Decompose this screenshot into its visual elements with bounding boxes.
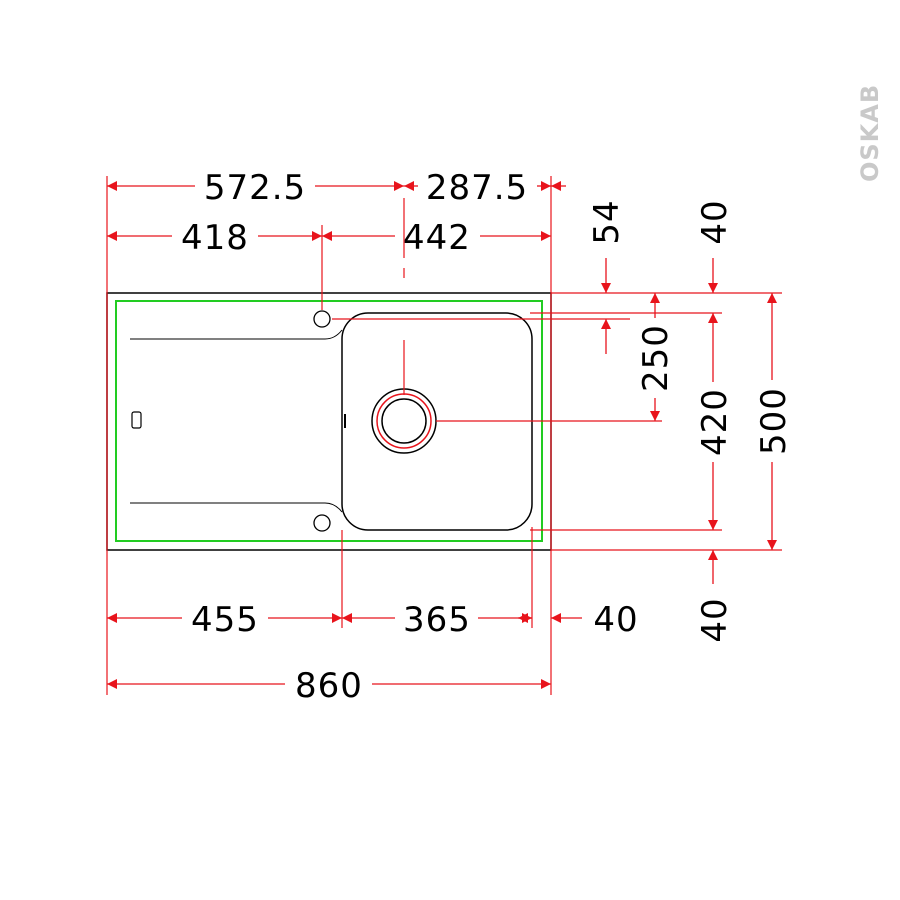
dim-54-label: 54 xyxy=(587,199,627,244)
drain-inner xyxy=(381,398,427,444)
drainer-groove-top xyxy=(130,329,343,340)
dim-455: 455 xyxy=(191,600,259,640)
dim-40-edge: 40 xyxy=(593,600,638,640)
dim-420-label: 420 xyxy=(695,388,735,456)
extension-lines xyxy=(106,176,782,695)
tap-hole xyxy=(313,310,331,328)
sink-outline xyxy=(106,292,552,551)
drain-middle xyxy=(376,393,432,449)
brand-watermark: OSKAB xyxy=(856,84,884,182)
dim-40-top-label: 40 xyxy=(695,199,735,244)
dim-500-label: 500 xyxy=(754,387,794,455)
dim-40-bottom-label: 40 xyxy=(695,597,735,642)
dim-860: 860 xyxy=(295,666,363,706)
dim-287-5: 287.5 xyxy=(426,168,528,208)
dim-365: 365 xyxy=(403,600,471,640)
dim-418: 418 xyxy=(181,218,249,258)
drainer-slot xyxy=(131,411,142,429)
drainer-groove-bottom xyxy=(130,502,343,513)
dim-442: 442 xyxy=(403,218,471,258)
overflow-hole xyxy=(313,514,331,532)
dim-572-5: 572.5 xyxy=(204,168,306,208)
dim-250-label: 250 xyxy=(636,324,676,392)
